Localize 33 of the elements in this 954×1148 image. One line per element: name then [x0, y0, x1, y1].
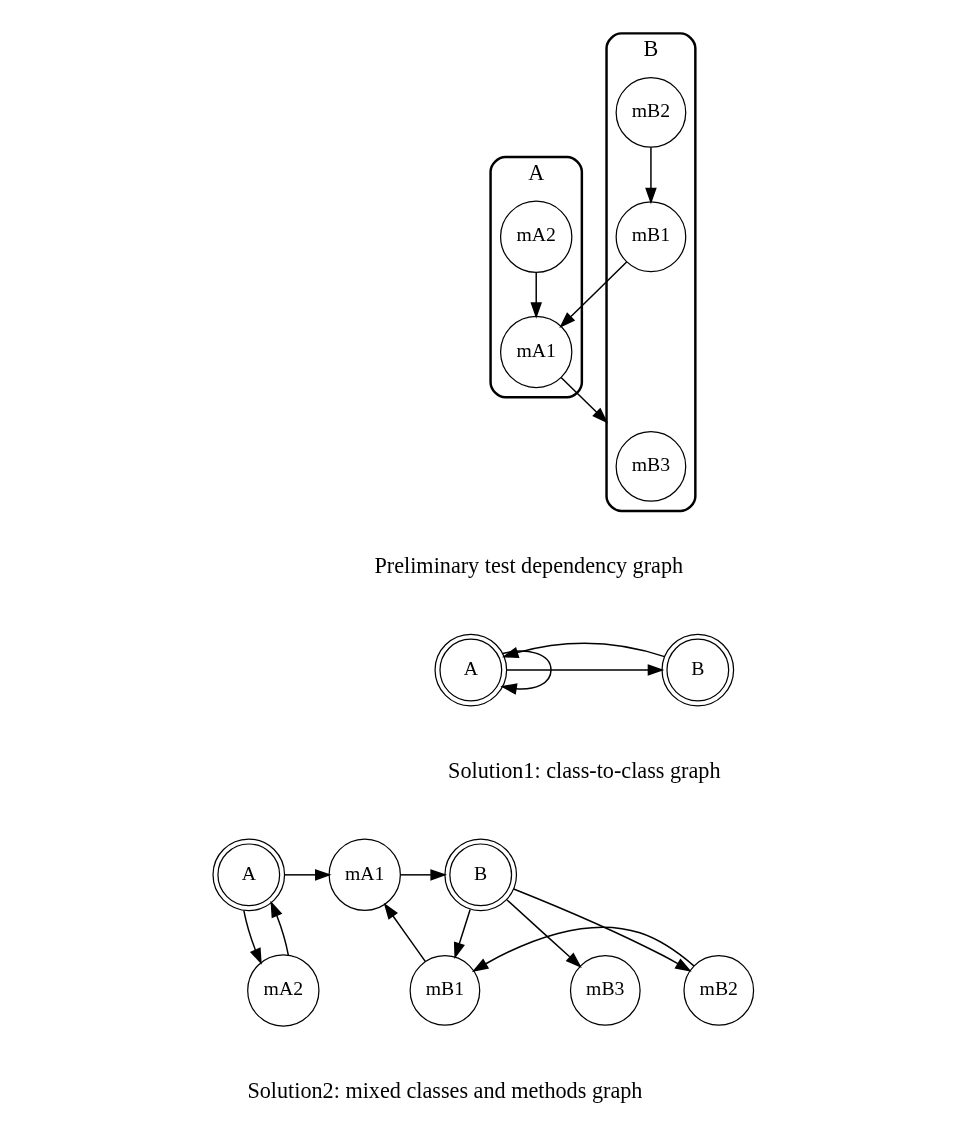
node-circle: mB1	[409, 955, 481, 1026]
arrow	[560, 376, 609, 424]
arrow	[506, 899, 582, 968]
arrow	[530, 271, 542, 319]
arrow	[270, 900, 290, 956]
arrow	[283, 869, 332, 881]
node-circle: mB3	[615, 431, 687, 502]
label: Preliminary test dependency graph	[374, 553, 684, 579]
node-circle: A	[434, 633, 508, 707]
arrow	[506, 664, 665, 676]
node-circle: mA2	[500, 200, 573, 273]
label: Solution1: class-to-class graph	[448, 757, 721, 783]
node-circle: B	[661, 633, 735, 707]
arrow	[243, 909, 262, 965]
arrow	[453, 908, 471, 959]
arrow	[513, 888, 692, 972]
arrow	[383, 902, 426, 963]
node-circle: mA1	[328, 838, 401, 912]
node-circle: B	[444, 838, 518, 912]
node-circle: mB1	[615, 201, 687, 273]
node-circle: mA2	[247, 954, 320, 1027]
node-circle: A	[212, 838, 286, 912]
arrow	[500, 650, 552, 695]
node-circle: mA1	[500, 315, 573, 389]
label: Solution2: mixed classes and methods graph	[247, 1077, 643, 1103]
node-circle: mB2	[615, 77, 687, 148]
node-circle: mB3	[569, 955, 641, 1026]
arrow	[501, 642, 666, 658]
arrow	[471, 926, 695, 972]
arrow	[559, 261, 628, 329]
arrow	[645, 146, 657, 205]
node-circle: mB2	[683, 955, 755, 1026]
arrow	[399, 869, 447, 881]
